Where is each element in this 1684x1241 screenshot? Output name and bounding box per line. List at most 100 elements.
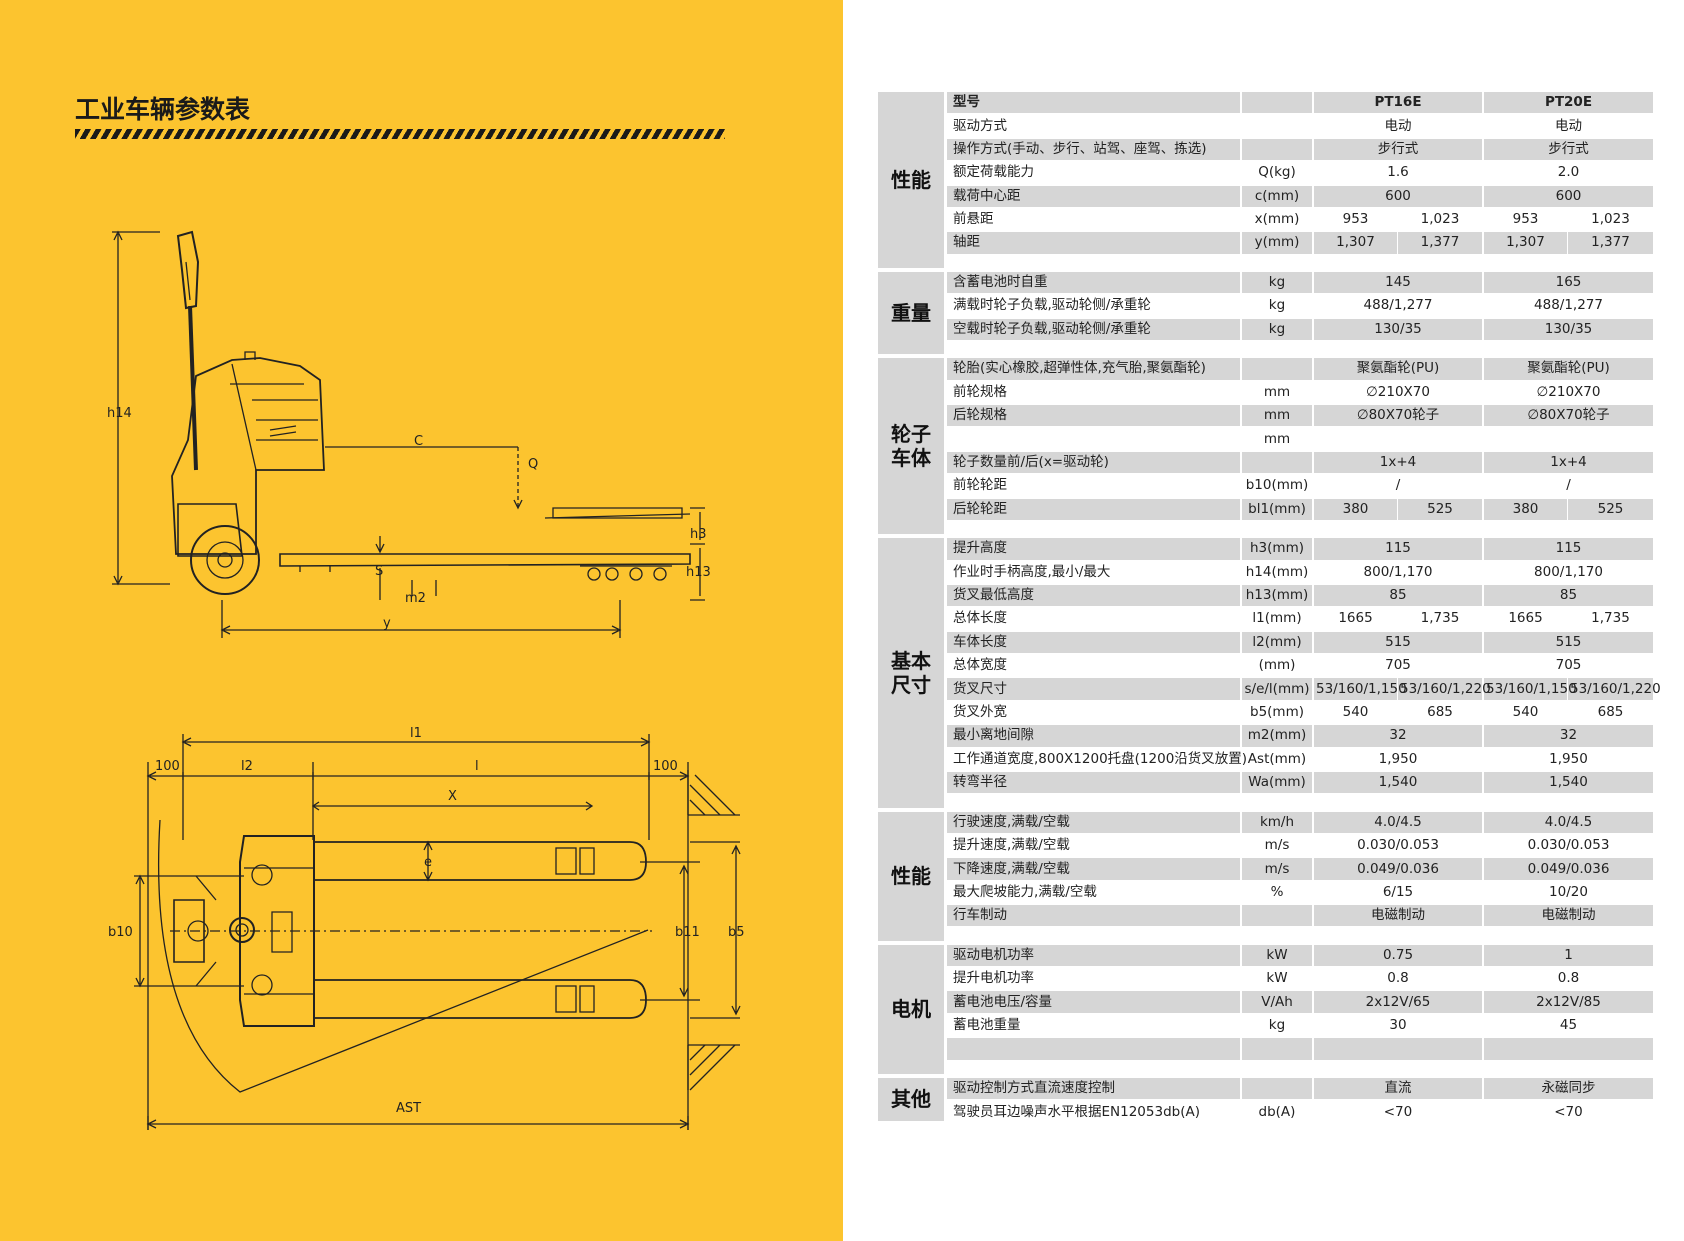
spec-param: 最大爬坡能力,满载/空载 [947, 881, 1242, 906]
spec-unit: l1(mm) [1242, 608, 1314, 632]
spec-value-cell: 165 [1484, 271, 1653, 296]
spec-value-cell: 0.8 [1484, 968, 1653, 992]
spec-value-cell: 705 [1314, 655, 1484, 679]
dim-label-e: e [424, 855, 432, 870]
spec-value-cell: 2x12V/65 [1314, 991, 1484, 1015]
spec-param: 最小离地间隙 [947, 725, 1242, 749]
spec-unit [1242, 138, 1314, 163]
table-row: 操作方式(手动、步行、站驾、座驾、拣选)步行式步行式 [878, 138, 1653, 163]
spec-param: 蓄电池重量 [947, 1014, 1242, 1039]
spec-value-cell: 600 [1314, 185, 1484, 209]
spec-unit: kg [1242, 1014, 1314, 1039]
table-row: 其他驱动控制方式直流速度控制直流永磁同步 [878, 1077, 1653, 1125]
group-label: 轮子 车体 [878, 358, 947, 539]
top-view-drawing: l1 l2 l 100 100 X e b10 b11 b5 AST [108, 726, 745, 1130]
spec-value-cell: 电磁制动 [1314, 905, 1484, 929]
spec-value-cell: 53/160/1,150 [1484, 678, 1577, 702]
spec-unit [1242, 1077, 1314, 1102]
spec-value-cell: 45 [1484, 1014, 1653, 1039]
spec-param [947, 428, 1242, 452]
dim-label-l2: l2 [241, 759, 253, 774]
spec-param: 前轮轮距 [947, 475, 1242, 499]
spec-value-cell: 800/1,170 [1314, 561, 1484, 585]
spec-value-cell: 1,950 [1314, 748, 1484, 772]
spec-value-cell: 800/1,170 [1484, 561, 1653, 585]
spec-param: 行驶速度,满载/空载 [947, 811, 1242, 835]
spec-unit: bl1(mm) [1242, 498, 1314, 522]
spec-value-cell: 步行式 [1484, 138, 1653, 163]
dim-label-l1: l1 [410, 726, 422, 741]
spec-value-cell: 53/160/1,220 [1568, 678, 1661, 702]
spec-value-cell: 步行式 [1314, 138, 1484, 163]
spec-value-cell: 600 [1484, 185, 1653, 209]
spec-param: 后轮规格 [947, 405, 1242, 429]
spec-param: 满载时轮子负载,驱动轮侧/承重轮 [947, 295, 1242, 319]
spec-unit: m/s [1242, 858, 1314, 882]
header-param: 型号 [947, 92, 1242, 116]
spec-value-cell: 1x+4 [1314, 451, 1484, 476]
spec-param: 前轮规格 [947, 381, 1242, 406]
group-label: 其他 [878, 1077, 947, 1125]
spec-value-cell: 1x+4 [1484, 451, 1653, 476]
spec-unit: m/s [1242, 834, 1314, 859]
spec-param: 驱动电机功率 [947, 944, 1242, 969]
spec-unit: Q(kg) [1242, 162, 1314, 186]
spec-value-cell: <70 [1484, 1101, 1653, 1125]
group-label: 性能 [878, 811, 947, 945]
spec-param: 轮子数量前/后(x=驱动轮) [947, 451, 1242, 476]
spec-value-cell: 1665 [1314, 608, 1398, 632]
spec-param: 轮胎(实心橡胶,超弹性体,充气胎,聚氨酯轮) [947, 358, 1242, 382]
spec-unit [1242, 905, 1314, 929]
spec-value-cell: 1,735 [1398, 608, 1484, 632]
spec-value-cell: 4.0/4.5 [1484, 811, 1653, 835]
spec-param: 下降速度,满载/空载 [947, 858, 1242, 882]
spec-value-cell: 705 [1484, 655, 1653, 679]
spec-value-cell: 1,377 [1398, 232, 1484, 256]
spec-value-cell: 直流 [1314, 1077, 1484, 1102]
dim-label-s: S [375, 564, 383, 579]
spec-param: 载荷中心距 [947, 185, 1242, 209]
spec-param: 作业时手柄高度,最小/最大 [947, 561, 1242, 585]
spec-value-cell: ∅80X70轮子 [1484, 405, 1653, 429]
spec-value-cell: 聚氨酯轮(PU) [1314, 358, 1484, 382]
spec-param: 蓄电池电压/容量 [947, 991, 1242, 1015]
spec-value-cell: 85 [1314, 584, 1484, 609]
spec-unit: m2(mm) [1242, 725, 1314, 749]
spec-unit: b10(mm) [1242, 475, 1314, 499]
spec-value-cell: 32 [1484, 725, 1653, 749]
spec-unit: x(mm) [1242, 208, 1314, 233]
spec-value-cell: 30 [1314, 1014, 1484, 1039]
dim-label-b11: b11 [675, 925, 700, 940]
spec-value-cell: 聚氨酯轮(PU) [1484, 358, 1653, 382]
spec-unit [1242, 115, 1314, 139]
spec-param: 转弯半径 [947, 771, 1242, 796]
spec-value-cell: 电动 [1314, 115, 1484, 139]
title-stripe-divider [75, 129, 725, 139]
spec-unit: kg [1242, 295, 1314, 319]
header-model-pt20e: PT20E [1484, 92, 1653, 116]
spec-value-cell: 0.049/0.036 [1484, 858, 1653, 882]
spec-param: 提升速度,满载/空载 [947, 834, 1242, 859]
spec-unit: mm [1242, 405, 1314, 429]
group-spacer-row [878, 342, 1653, 359]
spec-value-cell: 0.030/0.053 [1314, 834, 1484, 859]
